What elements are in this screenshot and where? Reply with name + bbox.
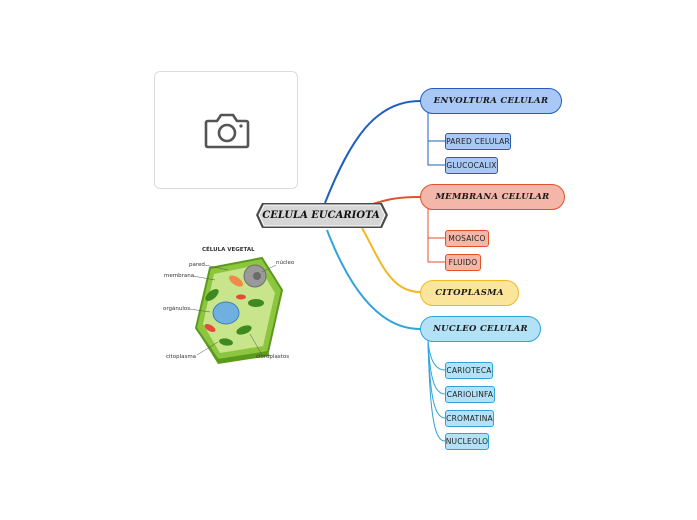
connector-nucleo [326,229,421,330]
subtopic-fluido[interactable]: FLUIDO [445,254,481,271]
subtopic-glucocalix[interactable]: GLUCOCALIX [445,157,498,174]
root-node[interactable] [256,203,388,228]
topic-citoplasma[interactable]: CITOPLASMA [420,280,519,306]
mitochondria-icon [229,275,243,287]
subtopic-nucleolo[interactable]: NUCLEOLO [445,433,489,450]
subtopic-mosaico[interactable]: MOSAICO [445,230,489,247]
label-membrana: membrana [164,273,194,279]
subtopic-cromatina[interactable]: CROMATINA [445,410,494,427]
subtopic-pared-celular[interactable]: PARED CELULAR [445,133,511,150]
chloroplast-icon [248,299,264,307]
image-placeholder[interactable] [154,71,298,189]
chloroplast-icon [205,289,219,301]
topic-membrana-celular[interactable]: MEMBRANA CELULAR [420,184,565,210]
chloroplast-icon [236,325,252,335]
subconnector-mosaico [427,208,445,239]
subconnector-cromatina [427,340,446,419]
subconnector-glucocalix [427,112,445,166]
subtopic-carioteca[interactable]: CARIOTECA [445,362,493,379]
vacuole-icon [212,301,240,325]
subtopic-cariolinfa[interactable]: CARIOLINFA [445,386,495,403]
label-organulos: orgánulos [163,305,190,312]
topic-envoltura-celular[interactable]: ENVOLTURA CELULAR [420,88,562,114]
chloroplast-icon [219,338,233,346]
label-pared: pared [189,262,205,268]
label-nucleo: núcleo [276,259,295,266]
connector-citoplasma [361,227,421,293]
camera-icon [204,113,250,149]
subconnector-nucleolo [427,340,446,442]
subconnector-pared [427,112,445,142]
topic-nucleo-celular[interactable]: NUCLEO CELULAR [420,316,541,342]
label-citoplasma: citoplasma [166,354,196,360]
label-cloroplastos: cloroplastos [256,354,289,360]
subconnector-fluido [427,208,445,263]
root-label[interactable]: CELULA EUCARIOTA [262,210,380,221]
connector-envoltura [324,100,421,204]
cell-title: CÉLULA VEGETAL [202,245,255,253]
plant-cell-illustration: CÉLULA VEGETAL pared membrana orgánulos … [163,245,295,364]
